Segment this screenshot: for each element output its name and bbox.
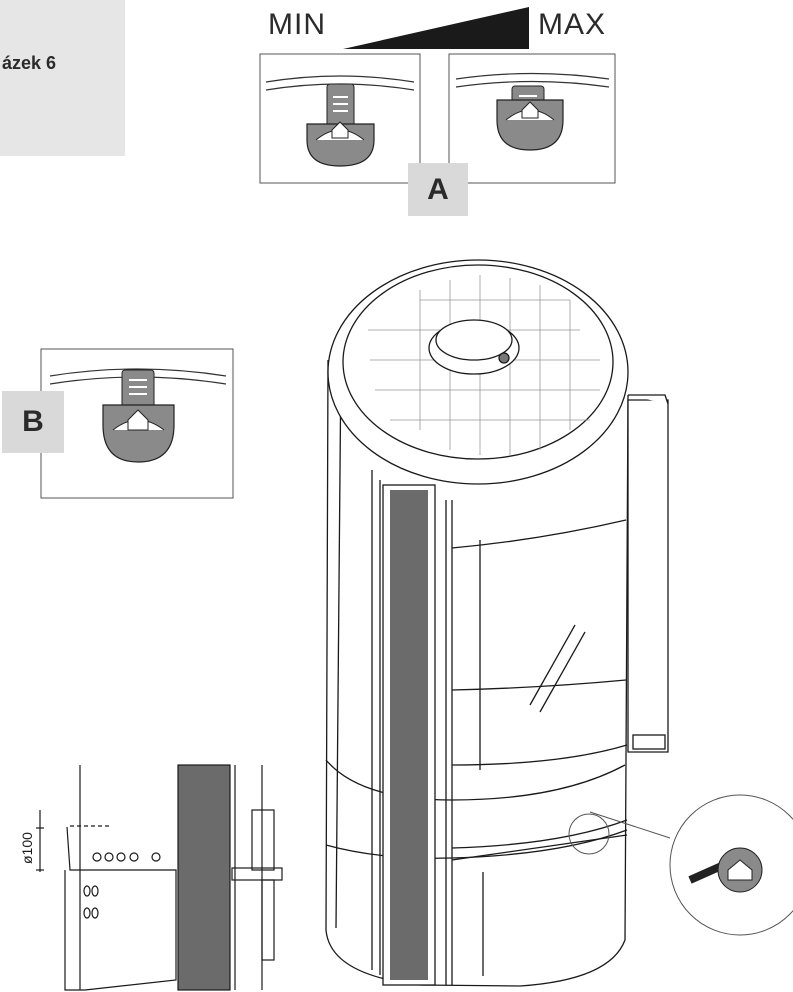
side-view-drawing	[36, 764, 283, 991]
detail-b-panel	[40, 348, 234, 499]
callout-a: A	[408, 163, 468, 216]
side-bracket	[627, 394, 669, 753]
figure-label: ázek 6	[2, 52, 57, 73]
stove-body	[325, 355, 629, 987]
magnifier-callout	[568, 794, 793, 936]
stove-top	[327, 259, 629, 485]
figure-label-box: ázek 6	[0, 0, 125, 156]
max-label: MAX	[538, 8, 607, 41]
vent-grille	[382, 484, 436, 986]
min-max-wedge	[343, 7, 529, 49]
callout-b: B	[2, 391, 64, 453]
detail-max-panel	[448, 53, 616, 184]
min-label: MIN	[268, 8, 326, 41]
detail-min-panel	[259, 53, 421, 184]
diameter-label: ø100	[19, 832, 35, 864]
